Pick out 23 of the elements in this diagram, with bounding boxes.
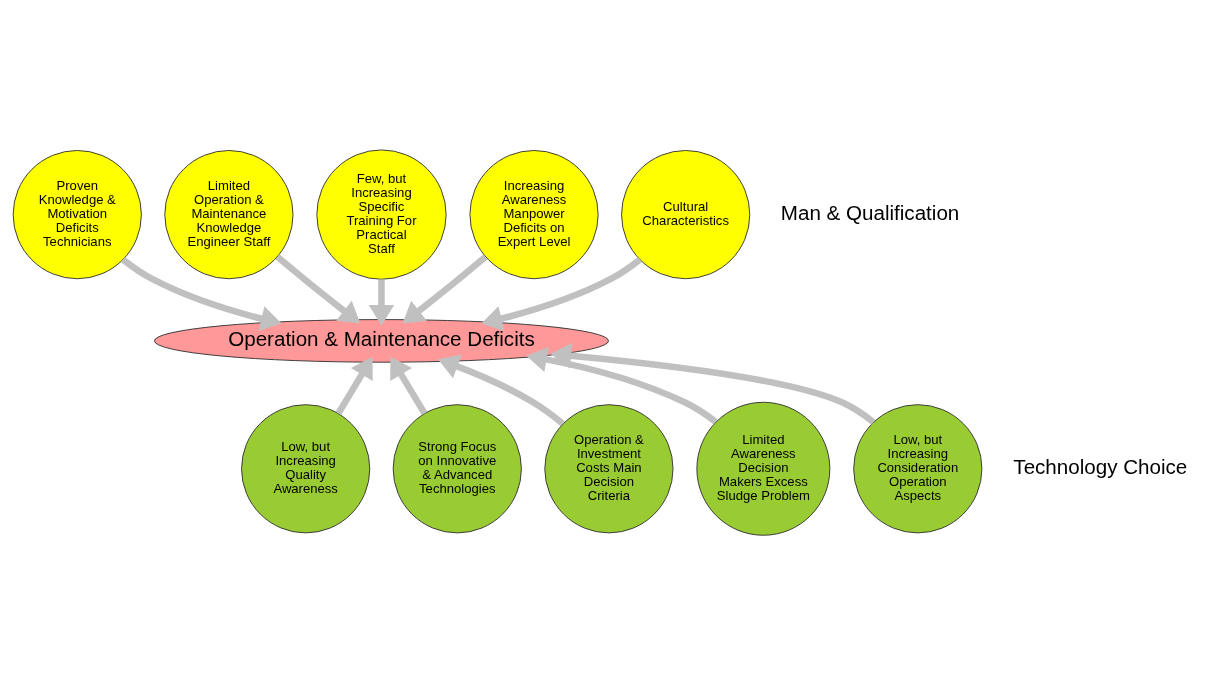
label: Technology Choice (1013, 455, 1188, 479)
arrow (121, 257, 282, 332)
node-circle: Strong Focus on Innovative & Advanced Technologies (392, 404, 522, 534)
arrow (368, 279, 395, 326)
arrow (526, 346, 718, 425)
arrow (402, 254, 488, 324)
node-circle: Low, but Increasing Quality Awareness (241, 404, 371, 534)
node-circle: Few, but Increasing Specific Training For Practical Staff (316, 149, 447, 280)
node-circle: Limited Awareness Decision Makers Excess Sludge Problem (696, 401, 831, 536)
node-circle: Increasing Awareness Manpower Deficits on Expert Level (469, 150, 599, 280)
node-circle: Low, but Increasing Consideration Operation Aspects (853, 404, 983, 534)
arrow (437, 354, 565, 427)
arrow (481, 257, 642, 332)
label: Man & Qualification (780, 200, 960, 224)
node-circle: Limited Operation & Maintenance Knowledge Engineer Staff (164, 150, 294, 280)
arrow (550, 343, 876, 425)
node-circle: Proven Knowledge & Motivation Deficits Technicians (12, 150, 142, 280)
node-circle: Cultural Characteristics (621, 150, 751, 280)
node-ellipse: Operation & Maintenance Deficits (153, 319, 609, 363)
arrow (335, 356, 373, 416)
arrow (275, 254, 361, 324)
arrow (390, 356, 428, 416)
node-circle: Operation & Investment Costs Main Decision Criteria (544, 404, 674, 534)
